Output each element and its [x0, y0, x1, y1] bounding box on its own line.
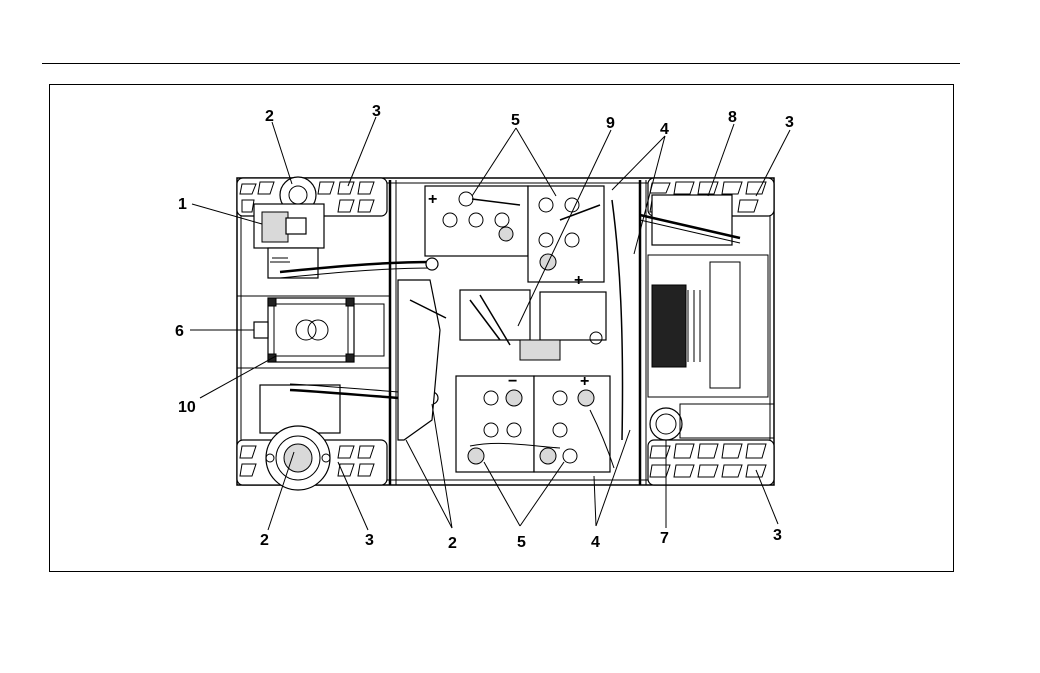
callout-8: 8: [728, 109, 737, 126]
battery-bottom-right: [534, 376, 610, 472]
callout-7: 7: [660, 530, 669, 547]
hydraulic-tank: [640, 195, 740, 245]
callout-3: 3: [372, 103, 381, 120]
steer-motor: [650, 404, 774, 440]
callout-2: 2: [265, 108, 274, 125]
terminal-plus-top: +: [428, 191, 437, 208]
callout-5: 5: [511, 112, 520, 129]
callout-4: 4: [591, 534, 600, 551]
battery-bottom-left: [456, 376, 534, 472]
callout-3: 3: [773, 527, 782, 544]
callout-6: 6: [175, 323, 184, 340]
terminal-plus-bottom: +: [580, 373, 589, 390]
callout-3: 3: [785, 114, 794, 131]
heatsink-controller: [648, 255, 768, 397]
callout-3: 3: [365, 532, 374, 549]
controller-block: [460, 290, 606, 360]
callout-5: 5: [517, 534, 526, 551]
callout-4: 4: [660, 121, 669, 138]
callout-2: 2: [260, 532, 269, 549]
callout-9: 9: [606, 115, 615, 132]
terminal-plus-top-right: +: [574, 272, 583, 289]
callout-10: 10: [178, 399, 196, 416]
battery-top-right: [528, 186, 604, 282]
battery-top-left: [425, 186, 528, 256]
callout-1: 1: [178, 196, 187, 213]
callout-2: 2: [448, 535, 457, 552]
terminal-minus-bottom: −: [508, 373, 517, 390]
tire-bottom-right: [648, 440, 774, 485]
pump-motor: [254, 298, 384, 362]
